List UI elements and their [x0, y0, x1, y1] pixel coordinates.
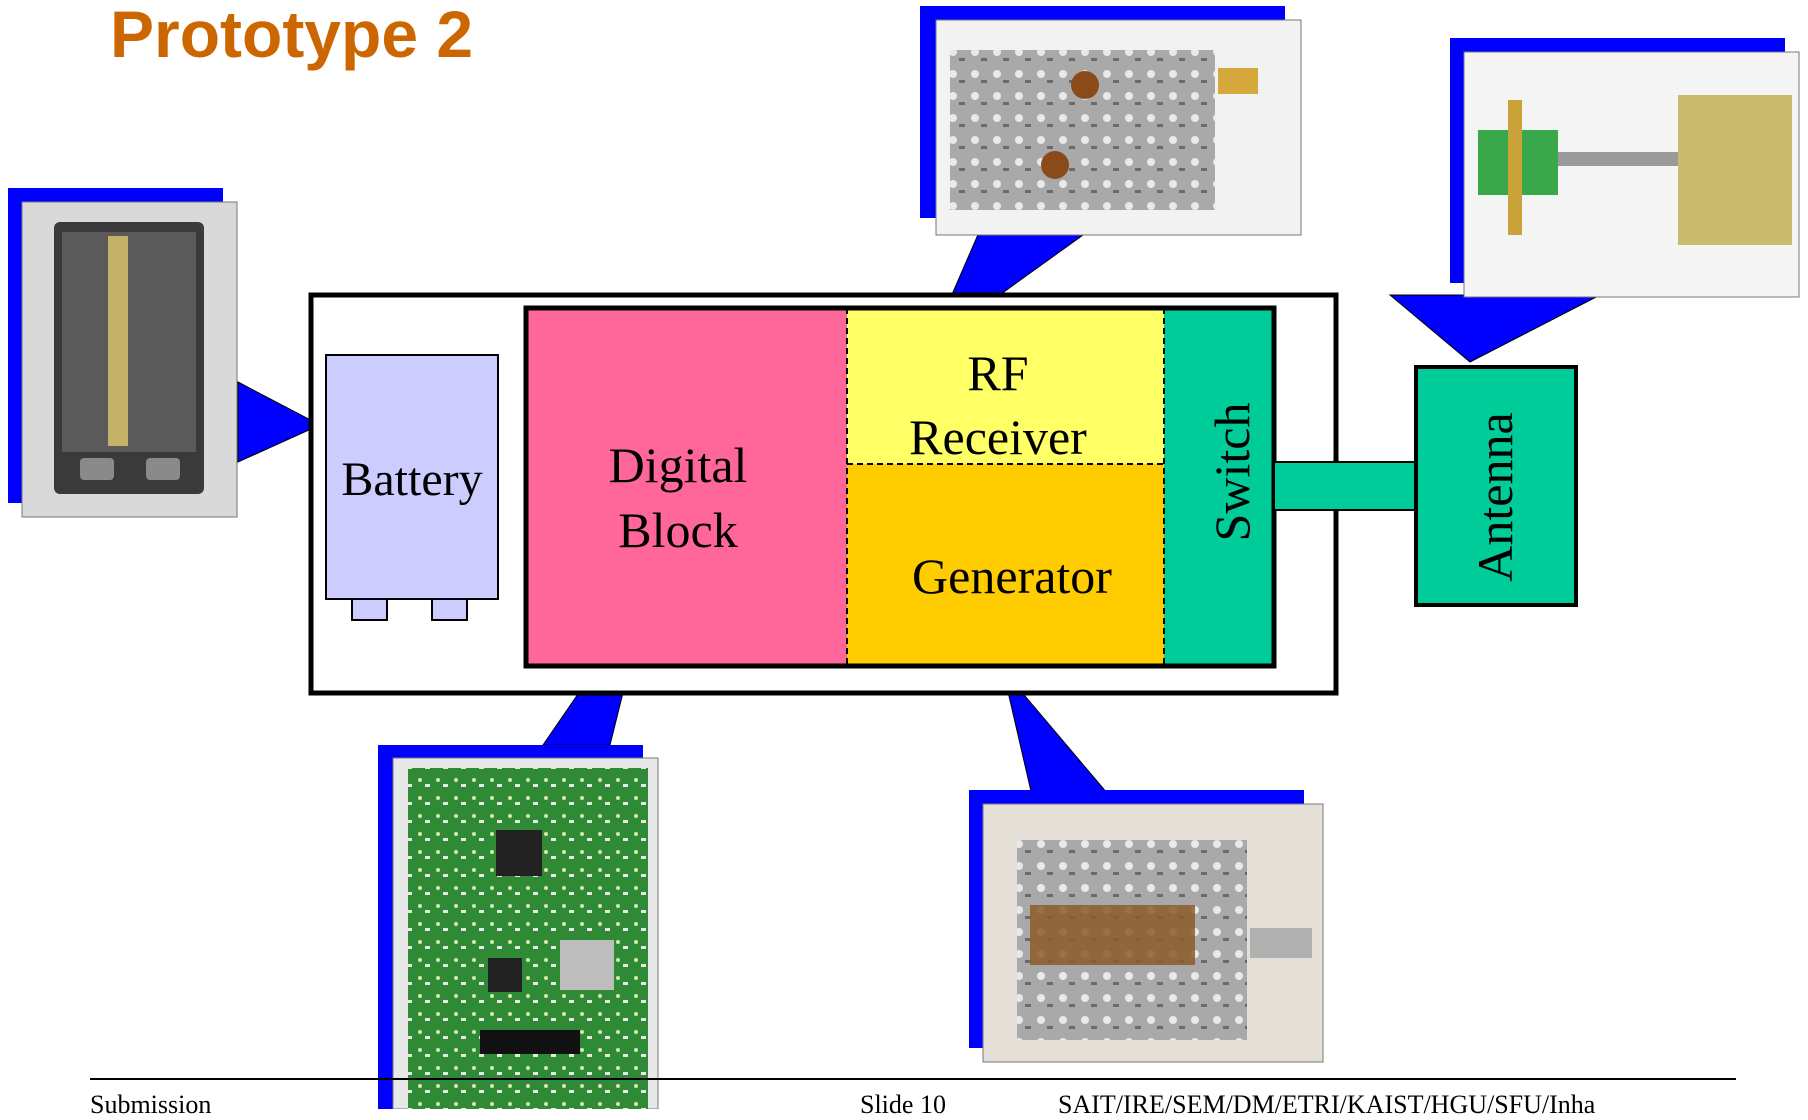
digital-block [526, 308, 847, 666]
digital-label-line1: Digital [609, 437, 748, 493]
page-title: Prototype 2 [110, 0, 474, 71]
footer-affiliations: SAIT/IRE/SEM/DM/ETRI/KAIST/HGU/SFU/Inha [1058, 1090, 1596, 1119]
battery-label: Battery [341, 453, 482, 506]
rf-receiver-block [847, 308, 1164, 464]
battery-callout-pointer [237, 381, 322, 463]
rf-label-line1: RF [967, 345, 1028, 401]
generator-pcb-photo-icon [969, 790, 1324, 1063]
switch-block [1164, 308, 1274, 666]
generator-block [847, 464, 1164, 666]
antenna-label: Antenna [1467, 412, 1523, 581]
antenna-block: Antenna [1414, 365, 1578, 607]
antenna-pcb-photo-icon [1450, 38, 1800, 298]
digital-label-line2: Block [618, 502, 737, 558]
switch-label: Switch [1204, 403, 1260, 542]
switch-antenna-connector [1273, 461, 1417, 511]
rf-label-line2: Receiver [909, 409, 1087, 465]
footer-submission: Submission [90, 1090, 212, 1119]
generator-label: Generator [912, 548, 1112, 604]
antenna-callout-pointer [1388, 294, 1601, 363]
footer-slide-number: Slide 10 [860, 1090, 946, 1119]
rf-receiver-pcb-photo-icon [920, 6, 1302, 236]
battery-9v-photo-icon [8, 188, 238, 518]
module-container: Digital Block RF Receiver Generator Swit… [523, 305, 1277, 669]
footer-divider [90, 1078, 1736, 1080]
battery-block: Battery [325, 354, 499, 621]
digital-block-pcb-photo-icon [378, 745, 659, 1109]
